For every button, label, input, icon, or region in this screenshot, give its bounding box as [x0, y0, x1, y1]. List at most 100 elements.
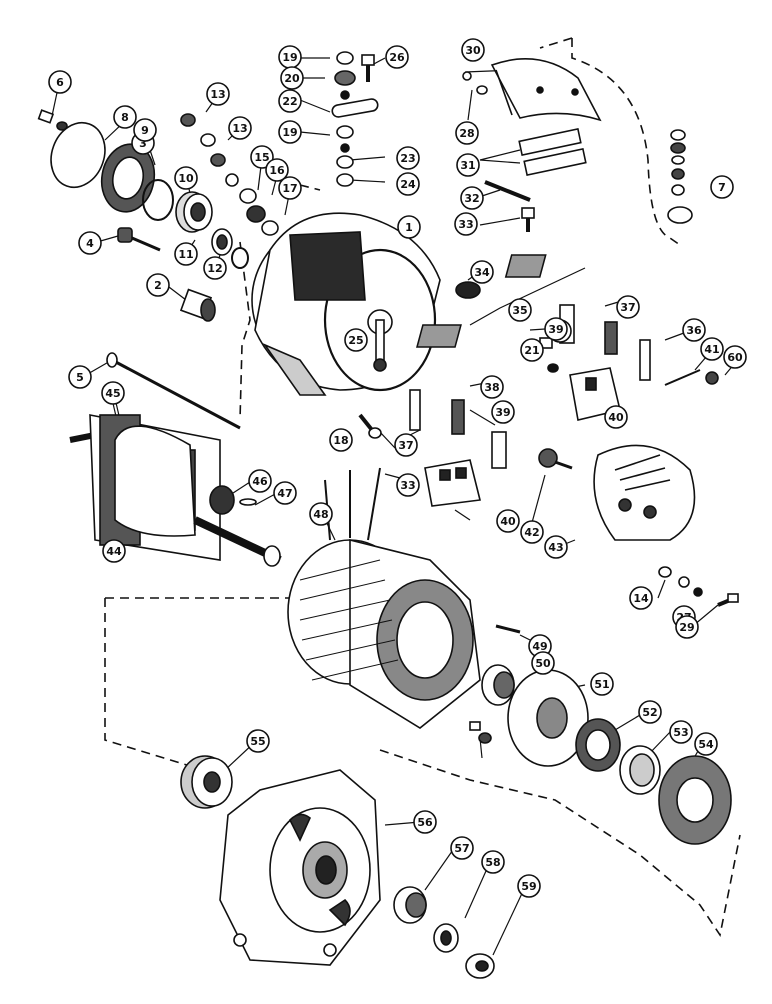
brush-38a — [604, 321, 618, 355]
callout-number: 31 — [460, 159, 475, 172]
callout-number: 56 — [417, 816, 433, 829]
callout-number: 43 — [548, 541, 563, 554]
callout-circle — [174, 166, 198, 190]
callout-circle — [710, 175, 734, 199]
screw-29 — [462, 71, 488, 95]
callout-number: 7 — [718, 181, 726, 194]
callout-14: 14 — [629, 586, 653, 610]
callout-28: 28 — [455, 121, 479, 145]
callout-number: 55 — [250, 735, 265, 748]
washer-24 — [336, 173, 354, 187]
nut-19-bottom — [336, 125, 354, 139]
washer-12 — [231, 247, 249, 269]
callout-circle — [329, 428, 353, 452]
callout-circle — [461, 38, 485, 62]
callout-circle — [309, 502, 333, 526]
drive-end-frame-56 — [219, 769, 381, 966]
callout-circle — [682, 318, 706, 342]
insulator-36a — [504, 254, 547, 278]
callout-39: 39 — [491, 400, 515, 424]
callout-41: 41 — [700, 337, 724, 361]
callout-number: 9 — [141, 124, 149, 137]
callout-circle — [460, 186, 484, 210]
callout-circle — [638, 700, 662, 724]
callout-circle — [250, 145, 274, 169]
callout-number: 59 — [521, 880, 536, 893]
pin-49 — [495, 624, 521, 634]
nut-17 — [261, 220, 279, 236]
callout-circle — [520, 338, 544, 362]
callout-45: 45 — [101, 381, 125, 405]
terminal-42 — [538, 448, 573, 470]
retainer-plate-51 — [507, 669, 589, 767]
callout-30: 30 — [461, 38, 485, 62]
callout-circle — [517, 874, 541, 898]
screw-34 — [521, 207, 535, 232]
brush-cover-31 — [490, 58, 602, 122]
callout-43: 43 — [544, 535, 568, 559]
brush-38b — [451, 399, 465, 435]
callout-35: 35 — [508, 298, 532, 322]
callout-number: 13 — [232, 122, 247, 135]
callout-58: 58 — [481, 850, 505, 874]
callout-number: 16 — [269, 164, 285, 177]
callout-53: 53 — [669, 720, 693, 744]
callout-number: 18 — [333, 434, 348, 447]
terminal-block-40b — [424, 459, 481, 507]
callout-circle — [480, 375, 504, 399]
callout-31: 31 — [456, 153, 480, 177]
callout-number: 49 — [532, 640, 547, 653]
callout-17: 17 — [278, 176, 302, 200]
callout-circle — [491, 400, 515, 424]
bracket-37b — [409, 389, 421, 431]
callout-9: 9 — [133, 118, 157, 142]
callout-circle — [228, 116, 252, 140]
callout-circle — [48, 70, 72, 94]
callout-59: 59 — [517, 874, 541, 898]
callout-number: 37 — [398, 439, 413, 452]
callout-10: 10 — [174, 166, 198, 190]
callout-number: 36 — [686, 324, 702, 337]
callout-circle — [280, 66, 304, 90]
washer-15 — [239, 188, 257, 204]
washer-20 — [334, 70, 356, 86]
callout-24: 24 — [396, 172, 420, 196]
callout-number: 19 — [282, 51, 297, 64]
callout-number: 8 — [121, 111, 129, 124]
callout-circle — [544, 535, 568, 559]
callout-number: 20 — [284, 72, 300, 85]
callout-32: 32 — [460, 186, 484, 210]
callout-circle — [248, 469, 272, 493]
callout-6: 6 — [48, 70, 72, 94]
callout-number: 29 — [679, 621, 694, 634]
hardware-stack-7 — [667, 129, 693, 224]
callout-56: 56 — [413, 810, 437, 834]
callout-circle — [616, 295, 640, 319]
callout-number: 51 — [594, 678, 609, 691]
nut-13b — [200, 133, 216, 147]
callout-number: 60 — [727, 351, 743, 364]
bushing-2 — [179, 288, 216, 322]
callout-circle — [278, 176, 302, 200]
callout-number: 2 — [154, 279, 162, 292]
callout-circle — [396, 172, 420, 196]
callout-circle — [396, 146, 420, 170]
screw-21 — [539, 337, 559, 373]
seal-52 — [575, 718, 621, 772]
callout-5: 5 — [68, 365, 92, 389]
cover-plate-8 — [50, 121, 106, 189]
nut-19-top — [336, 51, 354, 65]
callout-number: 40 — [500, 515, 516, 528]
callout-2: 2 — [146, 273, 170, 297]
callout-8: 8 — [113, 105, 137, 129]
woodruff-key-47 — [239, 498, 257, 506]
callout-21: 21 — [520, 338, 544, 362]
stator-48 — [287, 467, 481, 729]
callout-number: 24 — [400, 178, 416, 191]
callout-number: 22 — [282, 95, 297, 108]
callout-circle — [133, 118, 157, 142]
callout-number: 40 — [608, 411, 624, 424]
heat-sink-43 — [593, 444, 696, 541]
